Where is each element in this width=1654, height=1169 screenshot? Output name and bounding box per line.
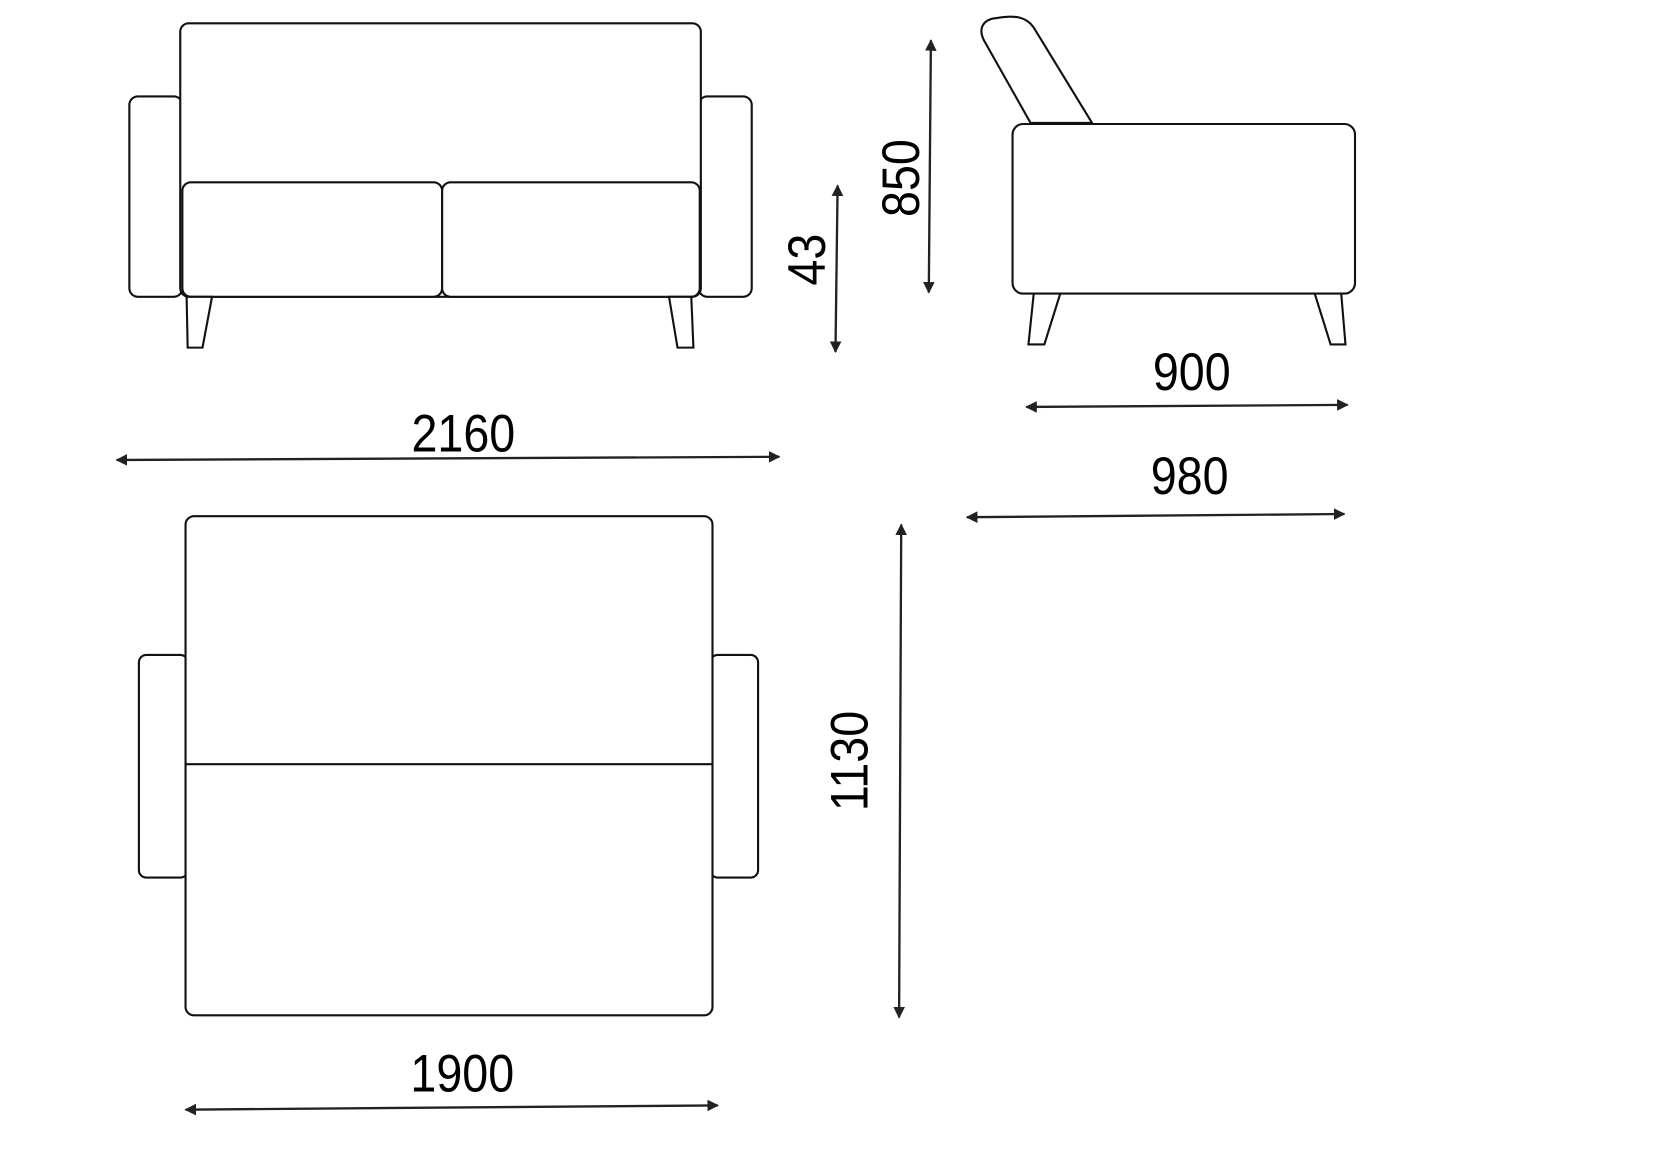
- side-view: [980, 15, 1357, 346]
- right-armrest: [697, 95, 753, 298]
- label-980: 980: [1151, 446, 1229, 505]
- side-backrest: [980, 15, 1094, 125]
- side-leg-back: [1313, 292, 1347, 346]
- top-view: [137, 515, 760, 1017]
- label-43: 43: [777, 234, 836, 286]
- dimension-lines: [115, 39, 1349, 1116]
- side-body: [1011, 122, 1357, 295]
- dim-line-980: [965, 508, 1346, 523]
- dim-line-1130: [893, 523, 908, 1019]
- dim-line-900: [1025, 399, 1349, 413]
- seat-cushion-left: [181, 181, 444, 298]
- dim-line-1900: [184, 1099, 719, 1116]
- label-1130: 1130: [820, 711, 879, 811]
- top-body: [184, 515, 714, 1017]
- dimension-labels: 2160 43 850 900 980 1130 1900: [410, 139, 1230, 1103]
- left-armrest: [128, 95, 184, 298]
- label-850: 850: [871, 139, 930, 217]
- side-leg-front: [1027, 292, 1062, 346]
- label-2160: 2160: [411, 404, 515, 463]
- dim-line-2160: [115, 451, 781, 466]
- top-armrest-left: [137, 653, 189, 879]
- front-leg-left: [185, 295, 214, 349]
- label-1900: 1900: [410, 1044, 514, 1103]
- label-900: 900: [1153, 342, 1231, 401]
- dim-line-43: [829, 184, 844, 354]
- seat-cushion-right: [441, 181, 701, 298]
- front-leg-right: [667, 295, 695, 349]
- dim-line-850: [923, 39, 937, 294]
- front-view: [128, 22, 753, 349]
- top-armrest-right: [709, 653, 760, 879]
